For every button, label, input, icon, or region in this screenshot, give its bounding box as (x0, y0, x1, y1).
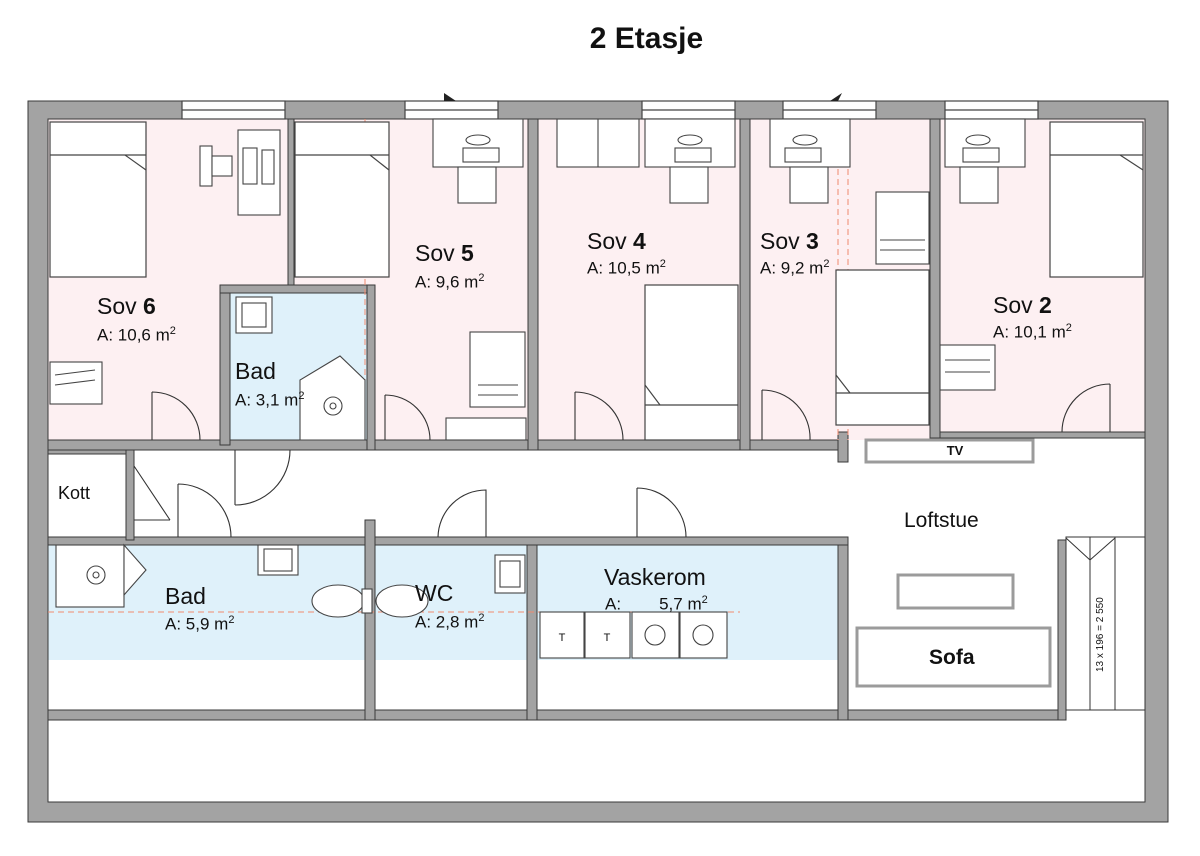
door-wc (437, 489, 487, 538)
shelf-sov6 (49, 361, 103, 405)
toilet-wc (375, 584, 429, 618)
label-sov5: Sov 5 (415, 240, 474, 266)
door-bad-small (234, 449, 291, 506)
label-sov6: Sov 6 (97, 293, 156, 320)
shelf-sov3 (875, 191, 930, 265)
appliance-label-2: T (604, 632, 611, 644)
wall-v-bad-right (366, 284, 376, 451)
door-sov2 (1061, 383, 1111, 433)
wall-v-stair (1057, 539, 1067, 721)
toilet-bad-large (311, 584, 365, 618)
label-bad-large: Bad (165, 583, 206, 609)
wall-v-bad-left (219, 284, 231, 446)
label-sov2: Sov 2 (993, 292, 1052, 318)
tv-label: TV (947, 443, 964, 458)
wall-v-bad-wc (364, 519, 376, 721)
wall-v-loft-left (837, 431, 849, 463)
area-sov6: A: 10,6 m2 (97, 325, 176, 345)
sov6-name: Sov (97, 293, 137, 319)
stairs-dimension: 13 x 196 = 2 550 (1095, 597, 1106, 672)
wall-h-bottom (47, 709, 849, 721)
wall-v-vask-loft (837, 544, 849, 721)
shelf-sov2 (939, 344, 996, 391)
bed-sov6 (49, 121, 147, 278)
coffee-table (896, 573, 1015, 610)
stairs (1065, 536, 1146, 711)
window-markers (444, 93, 842, 101)
area-vaskerom: A:5,7 m2 (605, 594, 708, 614)
label-bad-small: Bad (235, 358, 276, 384)
appliance-2 (584, 611, 631, 659)
area-sov2: A: 10,1 m2 (993, 322, 1072, 342)
bed-sov2 (1049, 121, 1144, 278)
wall-h-sov2 (937, 431, 1146, 439)
walls (27, 100, 1169, 823)
door-vaskerom (636, 487, 687, 538)
label-kott: Kott (58, 483, 91, 503)
sov6-number: 6 (143, 293, 156, 319)
door-sov4 (574, 391, 624, 441)
area-sov4: A: 10,5 m2 (587, 258, 666, 278)
area-wc: A: 2,8 m2 (415, 612, 485, 632)
tv-unit (864, 438, 1035, 464)
door-sov3 (761, 389, 811, 441)
windows (181, 100, 1039, 120)
door-sov5 (384, 394, 431, 441)
wall-h-bedrooms (47, 439, 849, 451)
label-sov3: Sov 3 (760, 228, 819, 254)
label-sov4: Sov 4 (587, 228, 646, 254)
door-sov6 (151, 391, 201, 441)
sofa (855, 626, 1052, 688)
appliance-label-1: T (559, 632, 566, 644)
bed-sov4 (644, 284, 739, 441)
door-kott (133, 465, 171, 521)
appliance-1 (539, 611, 585, 659)
shelf-sov5 (469, 331, 526, 408)
wall-v-sov5-sov4 (527, 118, 539, 451)
label-wc: WC (415, 580, 454, 606)
area-sov3: A: 9,2 m2 (760, 258, 830, 278)
label-sofa: Sofa (929, 646, 975, 669)
wall-v-sov3-sov2 (929, 118, 941, 439)
closet-corridor (445, 417, 527, 441)
bath-fixtures (55, 296, 728, 659)
area-bad-small: A: 3,1 m2 (235, 390, 305, 410)
wall-v-kott (125, 449, 135, 541)
wall-v-wc-vask (526, 544, 538, 721)
wall-h-wet-top (47, 536, 849, 546)
label-loftstue: Loftstue (904, 509, 979, 532)
wall-h-loft-bottom (847, 709, 1059, 721)
desks (49, 118, 1026, 441)
wall-h-bad-top (219, 284, 376, 294)
wall-h-kott (47, 449, 129, 455)
wall-v-sov6-sov5 (287, 118, 295, 286)
bed-sov3 (835, 269, 930, 426)
loft-furniture (855, 438, 1052, 688)
area-sov5: A: 9,6 m2 (415, 272, 485, 292)
door-bad-large (177, 483, 232, 538)
doors (133, 383, 1111, 538)
bed-sov5 (294, 121, 390, 278)
wall-v-sov4-sov3 (739, 118, 751, 451)
beds (49, 121, 1144, 441)
plan-title: 2 Etasje (589, 22, 704, 55)
label-vaskerom: Vaskerom (604, 564, 706, 590)
area-bad-large: A: 5,9 m2 (165, 614, 235, 634)
